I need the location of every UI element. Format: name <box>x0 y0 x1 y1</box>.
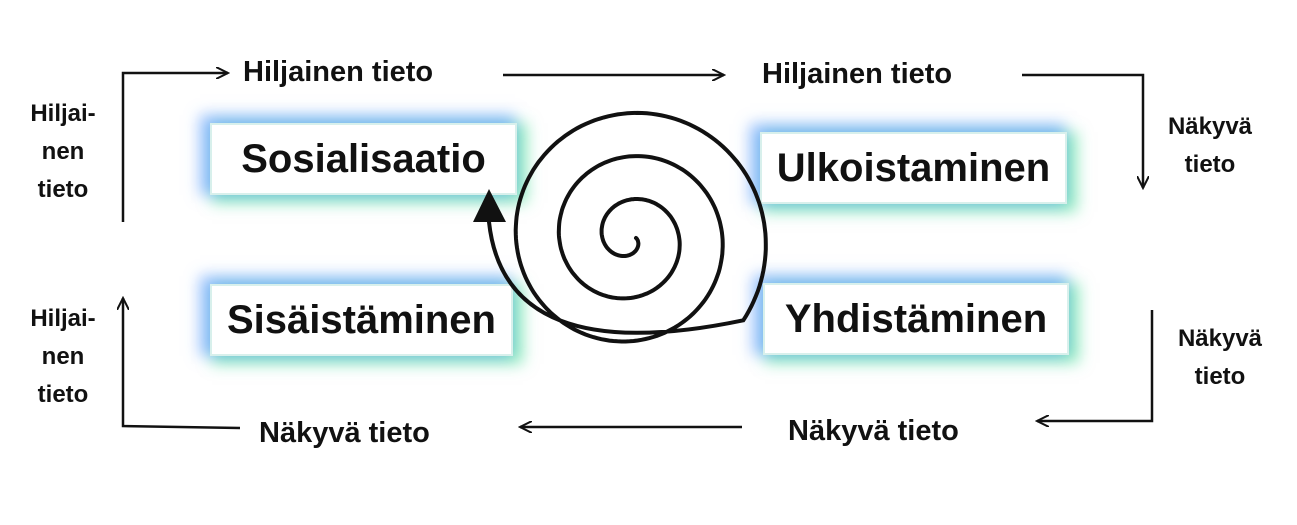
edge-label-bottom-left: Näkyvä tieto <box>259 417 430 449</box>
quadrant-label: Sisäistäminen <box>226 297 496 342</box>
quadrant-label: Yhdistäminen <box>784 296 1048 341</box>
edge-label-top-right: Hiljainen tieto <box>762 58 953 90</box>
edge-label-left-upper: Hiljai- nen tieto <box>18 95 108 209</box>
edge-label-left-lower: Hiljai- nen tieto <box>18 300 108 414</box>
quadrant-combination: Yhdistäminen <box>763 283 1069 355</box>
quadrant-label: Sosialisaatio <box>241 136 486 181</box>
quadrant-label: Ulkoistaminen <box>776 145 1051 190</box>
edge-label-bottom-right: Näkyvä tieto <box>788 415 959 447</box>
edge-label-right-lower-text: Näkyvä tieto <box>1177 325 1263 390</box>
arrow-right-upper <box>1022 73 1143 188</box>
edge-label-right-upper-text: Näkyvä tieto <box>1167 113 1253 178</box>
arrow-right-lower <box>1037 310 1154 421</box>
edge-label-left-lower-text: Hiljai- nen tieto <box>30 305 96 408</box>
quadrant-socialization: Sosialisaatio <box>210 123 517 195</box>
edge-label-left-upper-text: Hiljai- nen tieto <box>30 100 96 203</box>
quadrant-internalization: Sisäistäminen <box>210 284 513 356</box>
arrow-left-upper <box>121 73 228 222</box>
edge-label-right-upper: Näkyvä tieto <box>1160 108 1260 184</box>
edge-label-right-lower: Näkyvä tieto <box>1170 320 1270 396</box>
quadrant-externalization: Ulkoistaminen <box>760 132 1067 204</box>
edge-label-top-left: Hiljainen tieto <box>243 56 434 88</box>
arrow-left-lower <box>123 298 241 430</box>
